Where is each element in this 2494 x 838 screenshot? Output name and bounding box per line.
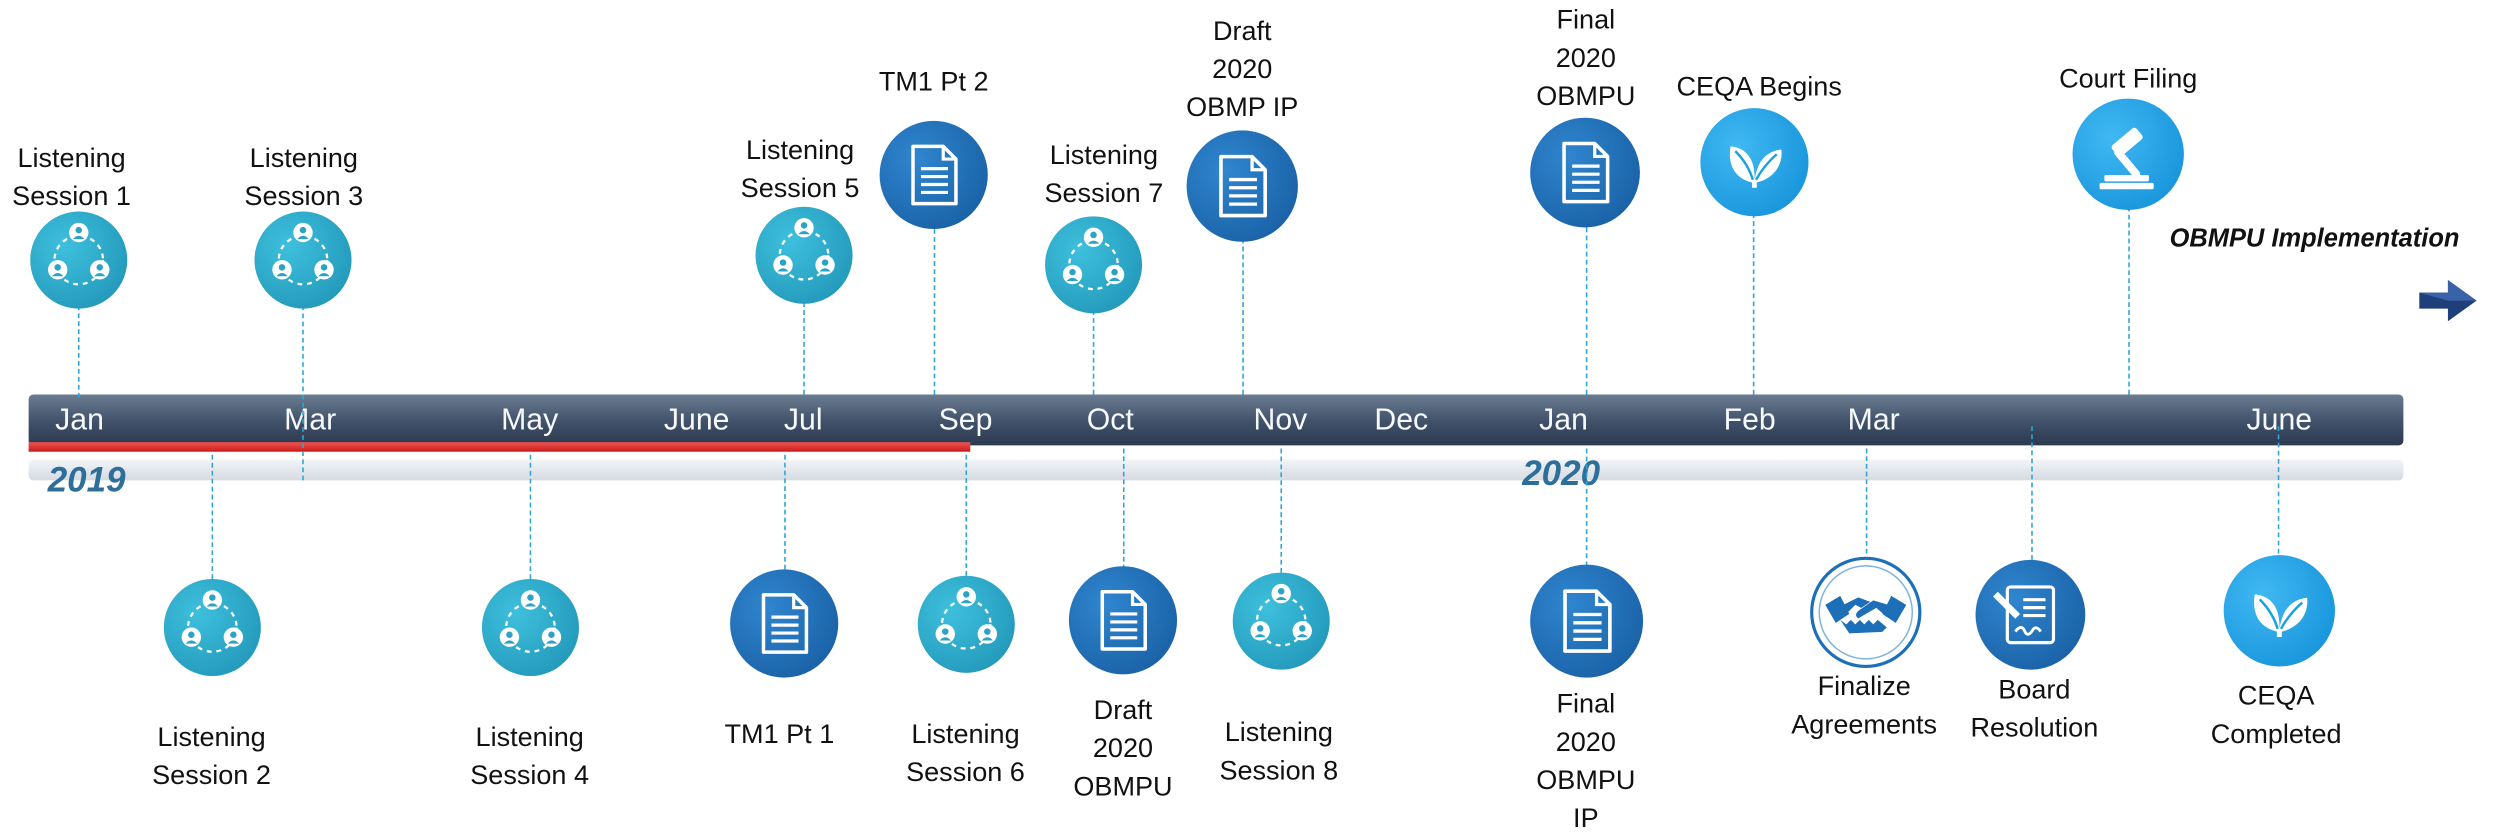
connector-line [2031,426,2033,560]
timeline-bar-shadow [28,459,2404,481]
month-label: Mar [1847,404,1900,438]
timeline-bar [28,394,2404,446]
document-icon [879,120,988,230]
connector-line [2277,426,2280,554]
connector-line [803,302,805,395]
milestone-label: Listening Session 2 [152,722,271,791]
connector-line [1280,448,1283,573]
milestone-label: Final 2020 OBMPU [1536,4,1636,112]
milestone-label: Listening Session 5 [740,135,860,204]
connector-line [2128,206,2130,395]
month-label: May [501,404,559,438]
people-circle-icon [163,578,261,677]
connector-line [77,305,80,398]
leaf-icon [1700,108,1809,217]
milestone-label: Listening Session 3 [244,143,364,212]
implementation-label: OBMPU Implementation [2169,225,2460,253]
document-icon [1068,566,1178,675]
people-circle-icon [1232,572,1330,670]
connector-line [933,229,936,395]
milestone-label: Draft 2020 OBMP IP [1186,15,1299,123]
milestone-label: Listening Session 7 [1044,139,1164,209]
milestone-label: Listening Session 8 [1219,717,1339,786]
people-circle-icon [917,575,1015,673]
connector-line [1122,448,1125,570]
connector-line [1585,448,1588,567]
connector-line [1242,238,1244,395]
handshake-icon [1810,556,1922,669]
people-circle-icon [254,211,352,309]
month-label: June [663,404,730,438]
connector-line [211,454,214,579]
leaf-icon [2223,555,2336,667]
month-label: Jan [55,404,104,438]
progress-bar [28,442,971,452]
month-label: Sep [938,404,993,438]
document-icon [1530,564,1644,678]
milestone-label: Listening Session 4 [470,722,590,791]
milestone-label: Board Resolution [1970,674,2099,743]
month-label: Jan [1539,404,1588,438]
milestone-label: Final 2020 OBMPU IP [1536,688,1636,834]
connector-line [529,454,532,579]
month-label: Feb [1723,404,1776,438]
milestone-label: Draft 2020 OBMPU [1073,695,1173,802]
milestone-label: Court Filing [2059,63,2198,94]
year-label: 2020 [1522,453,1601,494]
milestone-label: Finalize Agreements [1791,671,1938,740]
month-label: Oct [1086,404,1134,438]
document-icon [1186,130,1298,242]
milestone-label: Listening Session 6 [906,718,1025,788]
connector-line [965,454,968,576]
month-label: Mar [284,404,337,438]
milestone-label: Listening Session 1 [12,143,131,212]
connector-line [1752,213,1755,395]
connector-line [784,454,786,570]
people-circle-icon [755,206,853,304]
connector-line [302,305,304,481]
people-circle-icon [481,578,579,677]
connector-line [1585,227,1588,395]
month-label: Dec [1374,404,1429,438]
document-icon [1530,117,1640,228]
signed-document-icon [1975,559,2086,670]
connector-line [1865,448,1868,554]
arrow-right-icon [2416,277,2480,325]
milestone-label: TM1 Pt 2 [878,66,989,98]
milestone-label: CEQA Completed [2210,680,2342,750]
milestone-label: TM1 Pt 1 [724,718,835,750]
document-icon [730,569,839,678]
connector-line [1092,310,1095,395]
year-label: 2019 [47,459,126,500]
gavel-icon [2072,98,2184,210]
milestone-label: CEQA Begins [1676,71,1842,102]
people-circle-icon [1045,216,1143,314]
month-label: Nov [1253,404,1308,438]
month-label: Jul [783,404,823,438]
people-circle-icon [30,211,128,309]
